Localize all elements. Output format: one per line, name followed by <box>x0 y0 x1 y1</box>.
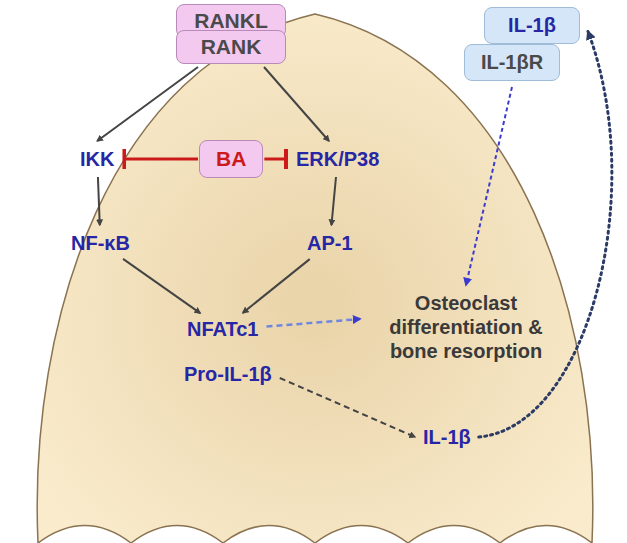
inhibitor-box: BA <box>199 140 263 178</box>
inhibition-line <box>124 158 198 161</box>
osteoclast-cell <box>37 14 593 543</box>
signal-label: NFATc1 <box>185 316 261 342</box>
node-text: NFATc1 <box>187 317 259 341</box>
signal-arrow <box>267 319 361 327</box>
signal-arrow <box>98 177 100 225</box>
signal-arrow <box>331 177 336 225</box>
cytokine-box: IL-1β <box>484 7 580 44</box>
node-text: IKK <box>80 147 114 171</box>
node-text: IL-1β <box>423 425 471 449</box>
signal-arrow <box>97 67 198 141</box>
node-text: ERK/P38 <box>296 147 379 171</box>
node-text: Osteoclast differentiation & bone resorp… <box>366 291 566 363</box>
node-text: RANK <box>187 35 275 59</box>
signal-arrow <box>243 259 310 313</box>
signal-arrow <box>280 378 415 437</box>
node-text: IL-1β <box>497 14 567 37</box>
signal-arrow <box>264 67 329 141</box>
signal-arrow <box>466 87 512 285</box>
signal-label: ERK/P38 <box>294 146 381 172</box>
signal-label: Pro-IL-1β <box>182 361 274 387</box>
receptor-box: IL-1βR <box>464 44 560 81</box>
node-text: NF-κB <box>71 231 130 255</box>
signal-label: IL-1β <box>421 424 473 450</box>
outcome-label: Osteoclast differentiation & bone resorp… <box>366 291 566 363</box>
signal-label: IKK <box>78 146 116 172</box>
node-text: BA <box>216 147 246 171</box>
node-text: IL-1βR <box>477 51 547 74</box>
node-text: Pro-IL-1β <box>184 362 272 386</box>
receptor-box: RANK <box>176 30 286 64</box>
inhibition-line <box>264 158 286 161</box>
node-text: AP-1 <box>307 231 353 255</box>
signal-label: AP-1 <box>305 230 355 256</box>
signal-arrow <box>479 32 612 438</box>
signal-arrow <box>123 259 200 313</box>
signal-label: NF-κB <box>69 230 132 256</box>
